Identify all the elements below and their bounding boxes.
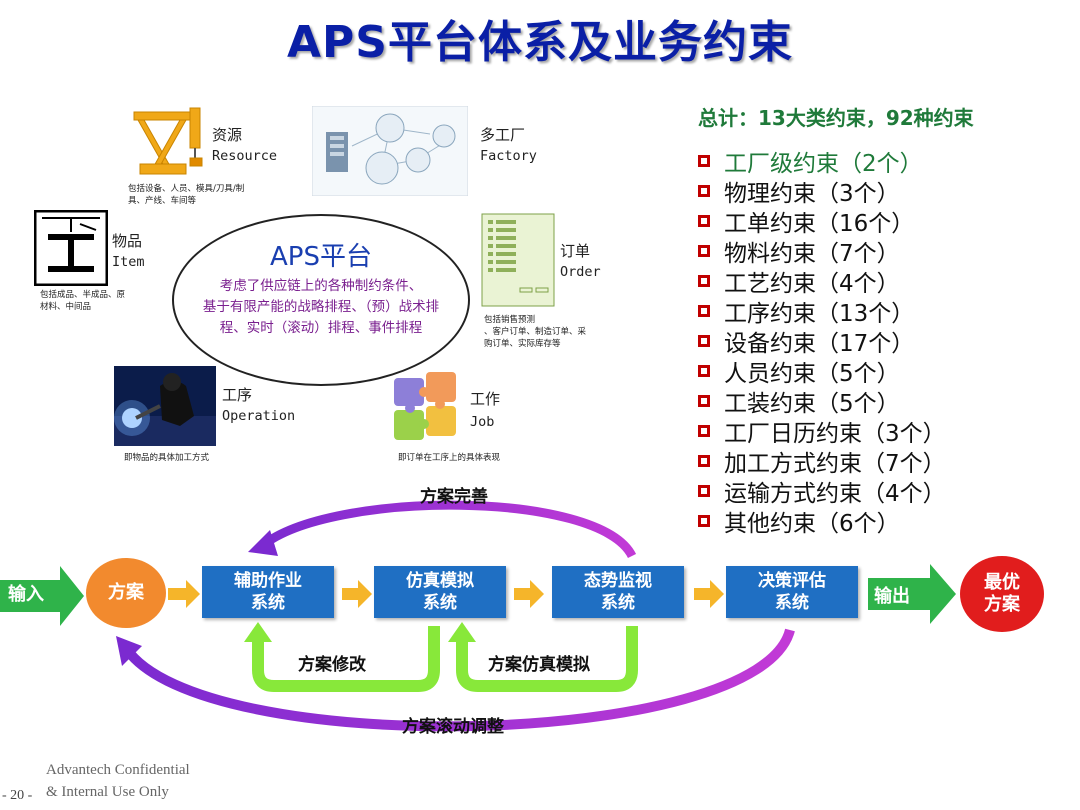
constraint-item: 工厂级约束（2个）	[698, 146, 946, 177]
operation-label-en: Operation	[222, 408, 296, 424]
checkbox-icon	[698, 275, 710, 287]
page-title: APS平台体系及业务约束	[287, 17, 793, 68]
constraint-item: 工艺约束（4个）	[698, 266, 946, 297]
constraint-item: 运输方式约束（4个）	[698, 476, 946, 507]
job-label: 工作	[470, 390, 501, 408]
resource-label: 资源	[212, 126, 243, 144]
checkbox-icon	[698, 485, 710, 497]
factory-label: 多工厂	[480, 126, 526, 144]
factory-label-en: Factory	[480, 148, 537, 164]
constraint-item: 物料约束（7个）	[698, 236, 946, 267]
checkbox-icon	[698, 155, 710, 167]
constraint-total: 总计：13大类约束，92种约束	[698, 106, 974, 130]
resource-note: 包括设备、人员、模具/刀具/制 具、产线、车间等	[128, 184, 245, 206]
crane-icon	[133, 107, 203, 175]
item-label-en: Item	[112, 254, 145, 270]
page-number: - 20 -	[2, 788, 33, 803]
checkbox-icon	[698, 185, 710, 197]
output-label: 输出	[874, 586, 910, 607]
item-note: 包括成品、半成品、原 材料、中间品	[40, 290, 126, 312]
loop-label-simulate: 方案仿真模拟	[488, 655, 590, 675]
job-label-en: Job	[470, 414, 495, 430]
operation-label: 工序	[222, 386, 253, 404]
aps-platform-ellipse	[172, 214, 470, 386]
order-document-icon	[481, 213, 555, 307]
checkbox-icon	[698, 215, 710, 227]
welder-image	[114, 366, 216, 446]
footer-confidential: Advantech Confidential	[46, 762, 190, 778]
item-icon	[34, 210, 108, 286]
checkbox-icon	[698, 455, 710, 467]
aps-platform-title: APS平台	[270, 242, 372, 272]
constraint-list: 工厂级约束（2个） 物理约束（3个） 工单约束（16个） 物料约束（7个） 工艺…	[698, 146, 946, 537]
constraint-item: 工序约束（13个）	[698, 296, 946, 327]
plan-node: 方案	[86, 558, 166, 628]
simulation-system-box: 仿真模拟系统	[374, 566, 506, 618]
puzzle-icon	[394, 372, 456, 440]
checkbox-icon	[698, 515, 710, 527]
aps-platform-desc: 考虑了供应链上的各种制约条件、 基于有限产能的战略排程、（预）战术排 程、实时（…	[202, 278, 440, 336]
checkbox-icon	[698, 305, 710, 317]
constraint-item: 工厂日历约束（3个）	[698, 416, 946, 447]
loop-label-improve: 方案完善	[420, 487, 488, 507]
order-label-en: Order	[560, 264, 601, 280]
order-label: 订单	[560, 242, 591, 260]
constraint-item: 加工方式约束（7个）	[698, 446, 946, 477]
best-plan-node: 最优方案	[960, 556, 1044, 632]
loop-label-modify: 方案修改	[298, 655, 366, 675]
factory-network-icon	[312, 106, 468, 196]
constraint-item: 人员约束（5个）	[698, 356, 946, 387]
decision-system-box: 决策评估系统	[726, 566, 858, 618]
resource-label-en: Resource	[212, 148, 278, 164]
loop-label-rolling: 方案滚动调整	[402, 717, 504, 737]
item-label: 物品	[112, 232, 143, 250]
constraint-item: 工单约束（16个）	[698, 206, 946, 237]
footer-internal: & Internal Use Only	[46, 784, 169, 800]
operation-note: 即物品的具体加工方式	[124, 453, 210, 463]
order-note: 包括销售预测 、客户订单、制造订单、采 购订单、实际库存等	[484, 315, 587, 349]
constraint-item: 设备约束（17个）	[698, 326, 946, 357]
assist-system-box: 辅助作业系统	[202, 566, 334, 618]
flow-arrows	[0, 500, 956, 732]
constraint-item: 物理约束（3个）	[698, 176, 946, 207]
constraint-item: 工装约束（5个）	[698, 386, 946, 417]
input-label: 输入	[8, 584, 44, 605]
checkbox-icon	[698, 425, 710, 437]
constraint-item: 其他约束（6个）	[698, 506, 946, 537]
checkbox-icon	[698, 335, 710, 347]
checkbox-icon	[698, 395, 710, 407]
checkbox-icon	[698, 245, 710, 257]
job-note: 即订单在工序上的具体表现	[398, 453, 501, 463]
checkbox-icon	[698, 365, 710, 377]
monitoring-system-box: 态势监视系统	[552, 566, 684, 618]
